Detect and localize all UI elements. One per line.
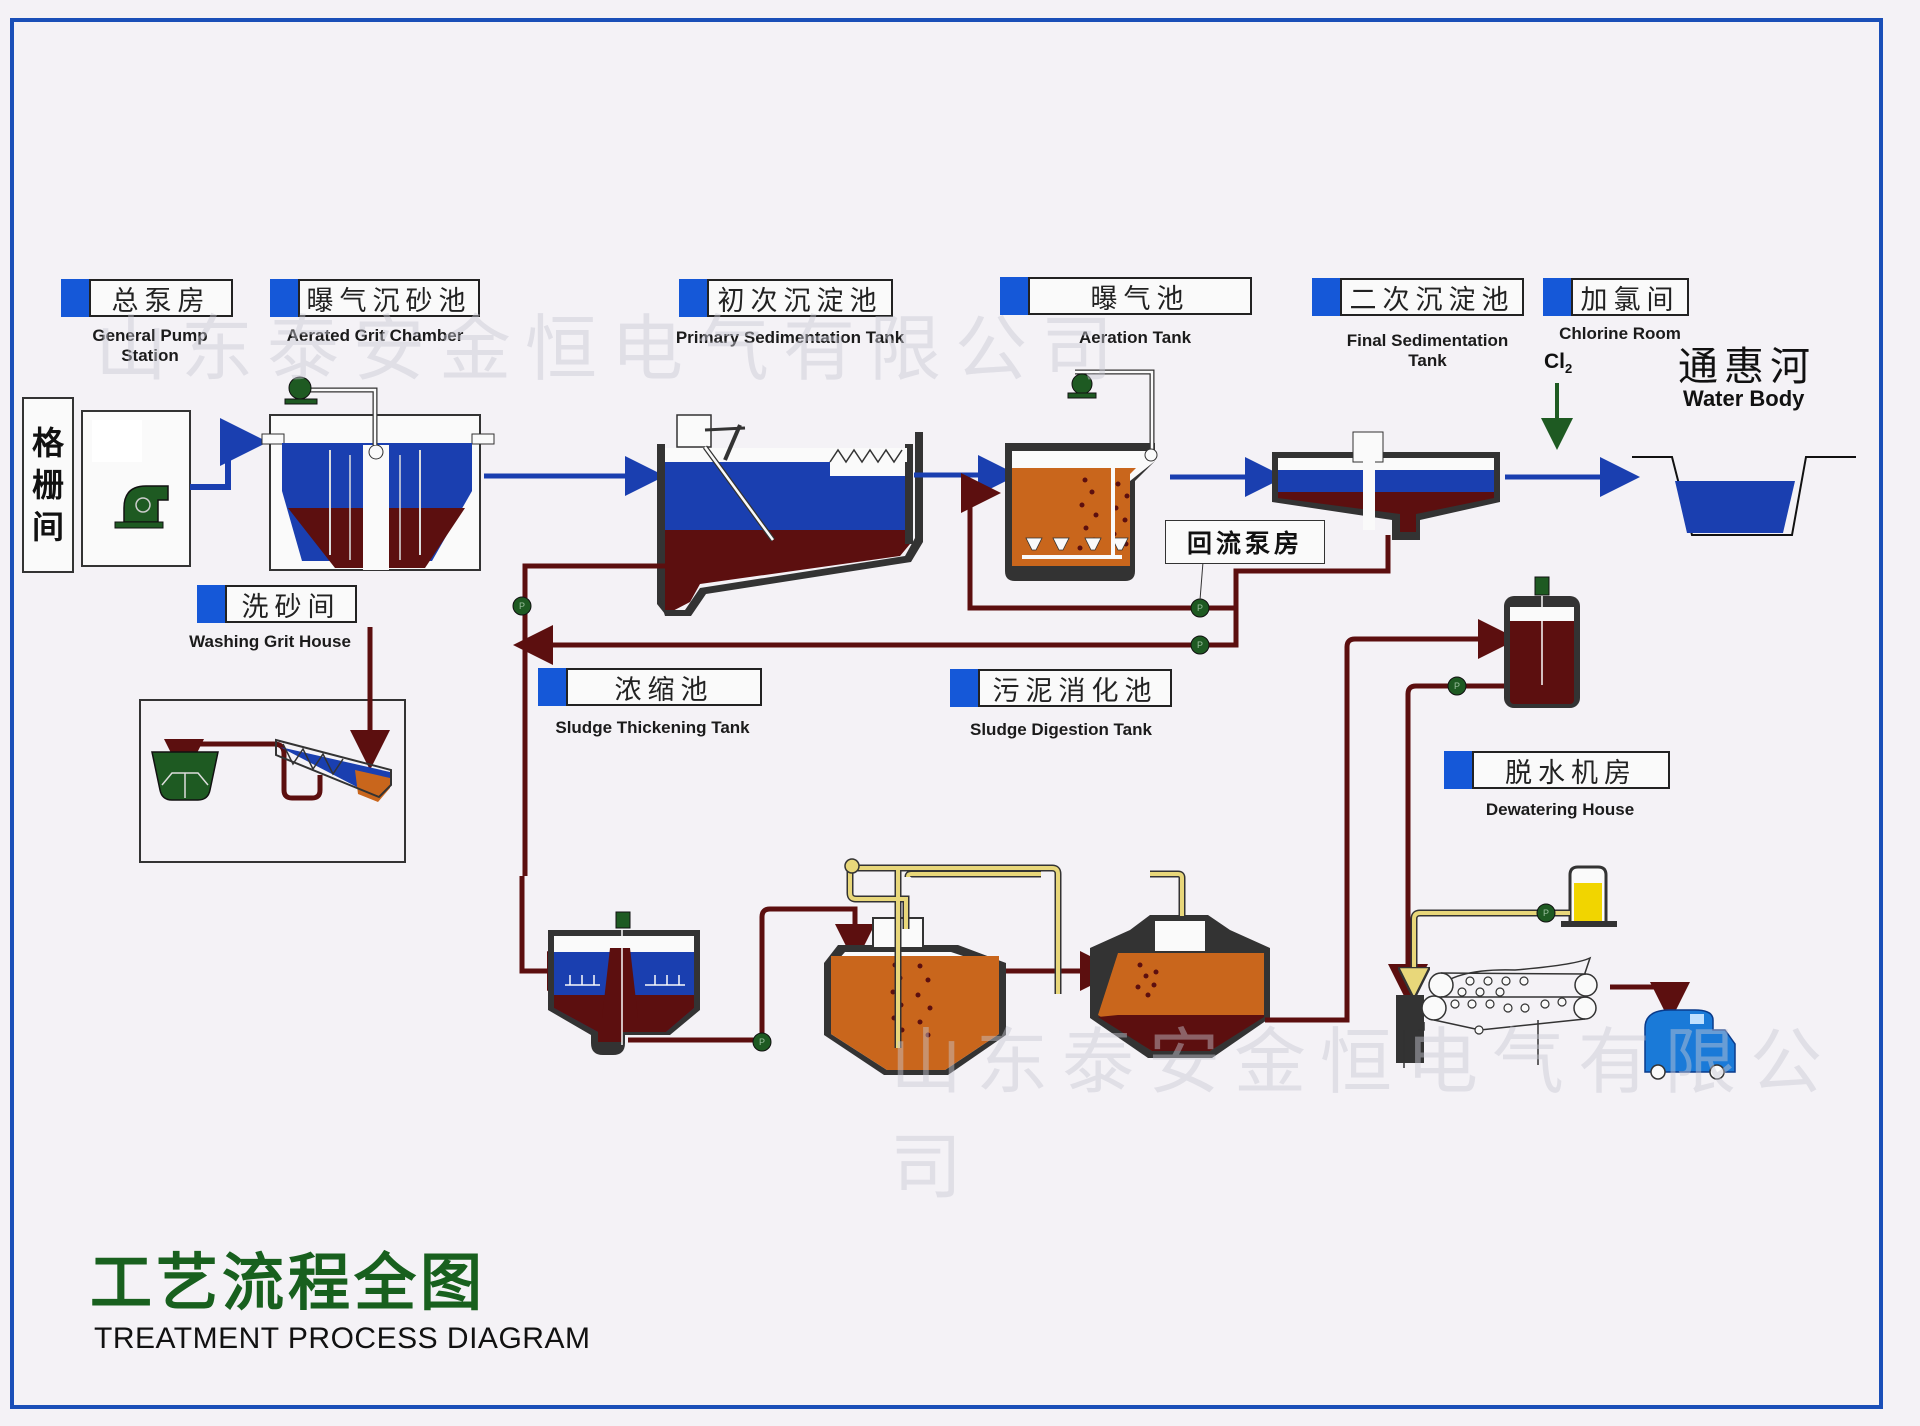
pump-icon [512,596,532,616]
label-en: Aerated Grit Chamber [286,326,464,345]
label-cn: 总泵房 [89,279,233,317]
label-cn: 曝气沉砂池 [298,279,480,317]
label-en: Aeration Tank [1078,328,1192,347]
flow-conditioning-to-press [1388,683,1504,1004]
pump-icon [114,485,169,529]
final-sedimentation-tank [1272,431,1500,540]
label-en: Chlorine Room [1559,324,1681,343]
label-dewatering-house: 脱水机房 [1444,751,1670,789]
conditioning-tank [1504,576,1580,708]
polymer-tank [1561,865,1617,927]
screen-room-label: 格 栅 间 [22,397,74,573]
label-cn: 洗砂间 [225,585,357,623]
label-marker [1444,751,1472,789]
grit-classifier-icon [275,738,392,802]
belt-filter-press [1396,956,1598,1068]
chlorine-symbol: Cl2 [1544,350,1572,376]
label-washing-grit-house: 洗砂间 [197,585,357,623]
label-marker [538,668,566,706]
washing-grit-house [139,627,406,863]
digester-gas-pipes-fill [848,866,1184,1048]
screen-room-char: 格 [31,424,64,462]
label-marker [1312,278,1340,316]
sludge-thickening-tank [548,911,700,1055]
label-en: Sludge Digestion Tank [970,720,1152,739]
blower-icon [1067,373,1097,399]
label-en: Final Sedimentation Tank [1346,331,1509,370]
screen-room-char: 间 [31,508,64,546]
label-primary-sedimentation: 初次沉淀池 [679,279,893,317]
diagram-title-cn: 工艺流程全图 [90,1246,487,1319]
label-return-pump-house: 回流泵房 [1165,520,1325,564]
label-aeration-tank: 曝气池 [1000,277,1252,315]
return-sludge-to-thickener [513,600,1239,665]
flow-thickener-to-digester [628,906,875,1043]
sludge-digestion-tank-1 [824,917,1006,1075]
water-body [1632,456,1856,536]
label-cn: 脱水机房 [1472,751,1670,789]
aeration-tank [1005,369,1158,581]
diagram-frame [10,18,1883,1409]
label-marker [950,669,978,707]
pump-icon [1447,676,1467,696]
label-marker [61,279,89,317]
label-cn: 二次沉淀池 [1340,278,1524,316]
label-cn: 曝气池 [1028,277,1252,315]
flow-press-to-truck [1610,982,1690,1022]
pump-icon [1190,635,1210,655]
label-marker [679,279,707,317]
pump-glyph: P [519,601,525,611]
label-en: Washing Grit House [189,632,351,651]
label-en: Sludge Thickening Tank [555,718,750,737]
water-body-en: Water Body [1683,386,1805,411]
pump-glyph: P [1454,681,1460,691]
label-digestion-tank: 污泥消化池 [950,669,1172,707]
flow-digester-to-conditioning [1265,619,1518,1023]
polymer-feed-line [1414,911,1570,987]
grit-hopper-icon [151,751,219,801]
label-en: Dewatering House [1485,800,1635,819]
flow-pump-to-grit [190,418,268,490]
label-en: Primary Sedimentation Tank [675,328,905,347]
primary-sedimentation-tank [657,414,923,616]
label-pump-station: 总泵房 [61,279,233,317]
pump-glyph: P [1543,908,1549,918]
chlorine-subscript: 2 [1565,361,1573,377]
grit-chamber [261,376,495,571]
label-en: General Pump Station [92,326,208,365]
pump-icon [1536,903,1556,923]
diagram-title-en: TREATMENT PROCESS DIAGRAM [94,1322,591,1355]
label-marker [1000,277,1028,315]
water-body-cn: 通惠河 [1678,344,1816,390]
label-final-sedimentation: 二次沉淀池 [1312,278,1524,316]
chlorine-symbol-text: Cl [1544,350,1565,373]
label-cn: 浓缩池 [566,668,762,706]
label-cn: 加氯间 [1571,278,1689,316]
label-thickening-tank: 浓缩池 [538,668,762,706]
label-marker [197,585,225,623]
label-marker [270,279,298,317]
pump-glyph: P [1197,603,1203,613]
label-marker [1543,278,1571,316]
blower-icon [284,376,318,405]
label-cn: 污泥消化池 [978,669,1172,707]
pump-glyph: P [759,1037,765,1047]
pump-icon [752,1032,772,1052]
pump-glyph: P [1197,640,1203,650]
flow-primary-sludge [522,563,665,876]
screen-room-char: 栅 [31,466,64,504]
label-chlorine-room: 加氯间 [1543,278,1689,316]
label-grit-chamber: 曝气沉砂池 [270,279,480,317]
truck-icon [1644,1009,1736,1080]
label-cn: 初次沉淀池 [707,279,893,317]
pump-glyphs: P P P P P P [519,601,1549,1047]
pump-station [81,410,191,567]
sludge-digestion-tank-2 [1090,915,1270,1058]
